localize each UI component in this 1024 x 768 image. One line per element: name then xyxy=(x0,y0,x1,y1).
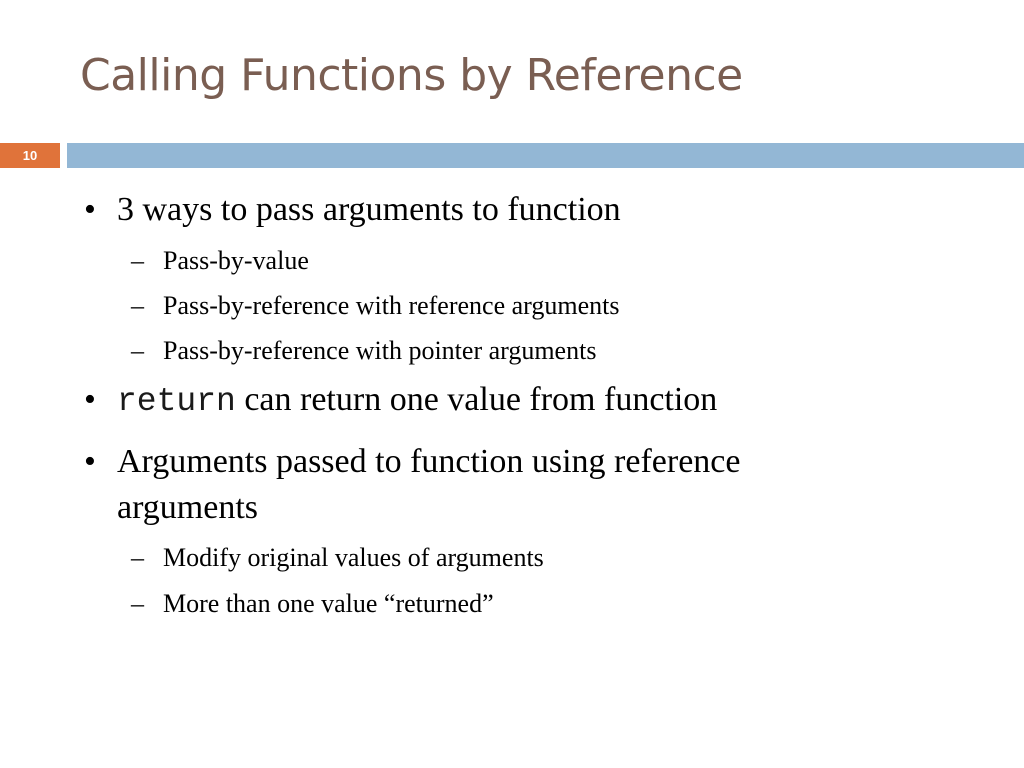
sub-bullet-text: More than one value “returned” xyxy=(163,589,494,618)
sub-bullet-marker: – xyxy=(131,543,144,572)
sub-bullet-text: Pass-by-value xyxy=(163,246,309,275)
bullet-text: 3 ways to pass arguments to function xyxy=(117,191,621,228)
sub-bullet-marker: – xyxy=(131,589,144,618)
sub-bullet-marker: – xyxy=(131,291,144,320)
slide-number-badge: 10 xyxy=(0,143,60,168)
code-keyword: return xyxy=(117,383,236,420)
sub-bullet-marker: – xyxy=(131,336,144,365)
bullet-line: return can return one value from functio… xyxy=(117,378,717,424)
bullet-text-line1: Arguments passed to function using refer… xyxy=(117,443,741,480)
slide-title: Calling Functions by Reference xyxy=(80,50,743,101)
sub-bullet-marker: – xyxy=(131,246,144,275)
header-rule-bar xyxy=(67,143,1024,168)
sub-bullet-text: Pass-by-reference with pointer arguments xyxy=(163,336,597,365)
bullet-text: can return one value from function xyxy=(244,381,718,418)
bullet-marker: • xyxy=(84,381,96,418)
bullet-marker: • xyxy=(84,443,96,480)
bullet-text-line2: arguments xyxy=(117,489,259,526)
bullet-marker: • xyxy=(84,191,96,228)
sub-bullet-text: Pass-by-reference with reference argumen… xyxy=(163,291,620,320)
sub-bullet-text: Modify original values of arguments xyxy=(163,543,544,572)
